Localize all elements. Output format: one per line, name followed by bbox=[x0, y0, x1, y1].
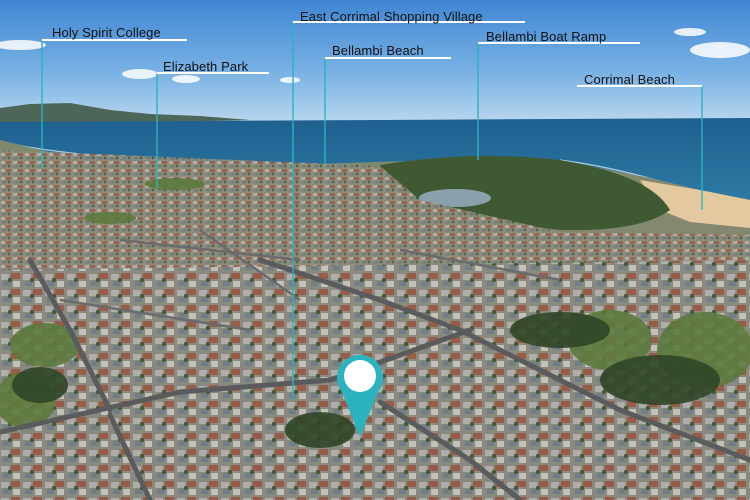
label-elizabeth-park: Elizabeth Park bbox=[163, 59, 249, 74]
clouds bbox=[0, 28, 750, 83]
mountains bbox=[0, 103, 250, 126]
headland bbox=[380, 156, 670, 231]
label-corrimal-beach: Corrimal Beach bbox=[584, 72, 675, 87]
lagoon bbox=[419, 189, 491, 207]
map-pin-icon bbox=[337, 354, 383, 437]
label-bellambi-boat-ramp: Bellambi Boat Ramp bbox=[486, 29, 607, 44]
beach bbox=[640, 180, 750, 228]
label-holy-spirit-college: Holy Spirit College bbox=[52, 25, 161, 40]
label-east-corrimal-shopping-village: East Corrimal Shopping Village bbox=[300, 9, 483, 24]
sea bbox=[0, 118, 750, 200]
sky bbox=[0, 0, 750, 122]
label-bellambi-beach: Bellambi Beach bbox=[332, 43, 424, 58]
